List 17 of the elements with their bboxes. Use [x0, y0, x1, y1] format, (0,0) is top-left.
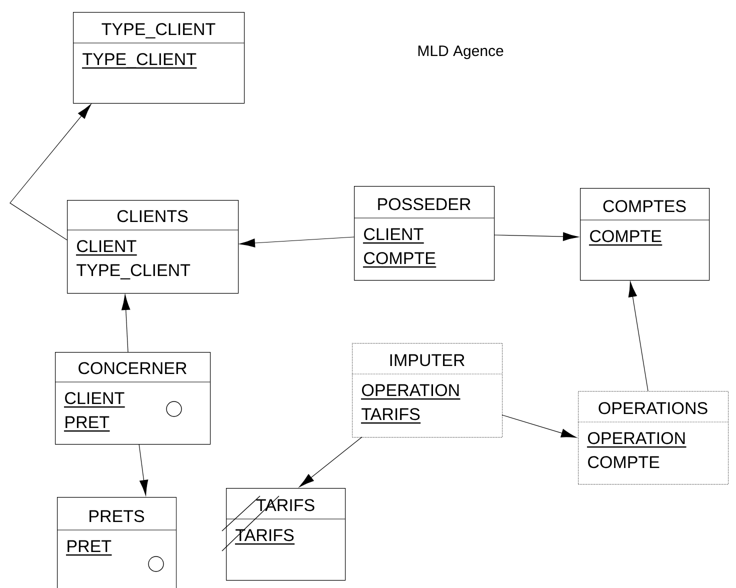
- arrow: [299, 436, 362, 488]
- diagram-title: MLD Agence: [418, 46, 504, 60]
- arrow: [502, 414, 577, 438]
- arrow: [10, 104, 92, 240]
- entity-table: CLIENTS CLIENT TYPE_CLIENT: [66, 200, 239, 294]
- arrow: [122, 294, 130, 352]
- arrow: [138, 444, 148, 496]
- entity-table: COMPTES COMPTE: [580, 188, 710, 281]
- entity-table: OPERATIONS OPERATION COMPTE: [578, 391, 729, 485]
- entity-table: CONCERNER CLIENT PRET: [54, 352, 211, 445]
- entity-table: TYPE_CLIENT TYPE_CLIENT: [72, 12, 245, 104]
- arrow: [239, 236, 354, 248]
- arrow: [494, 232, 579, 241]
- entity-table: POSSEDER CLIENT COMPTE: [354, 186, 495, 281]
- arrow: [628, 281, 648, 392]
- entity-table: PRETS PRET: [56, 497, 177, 588]
- entity-table: IMPUTER OPERATION TARIFS: [352, 343, 503, 438]
